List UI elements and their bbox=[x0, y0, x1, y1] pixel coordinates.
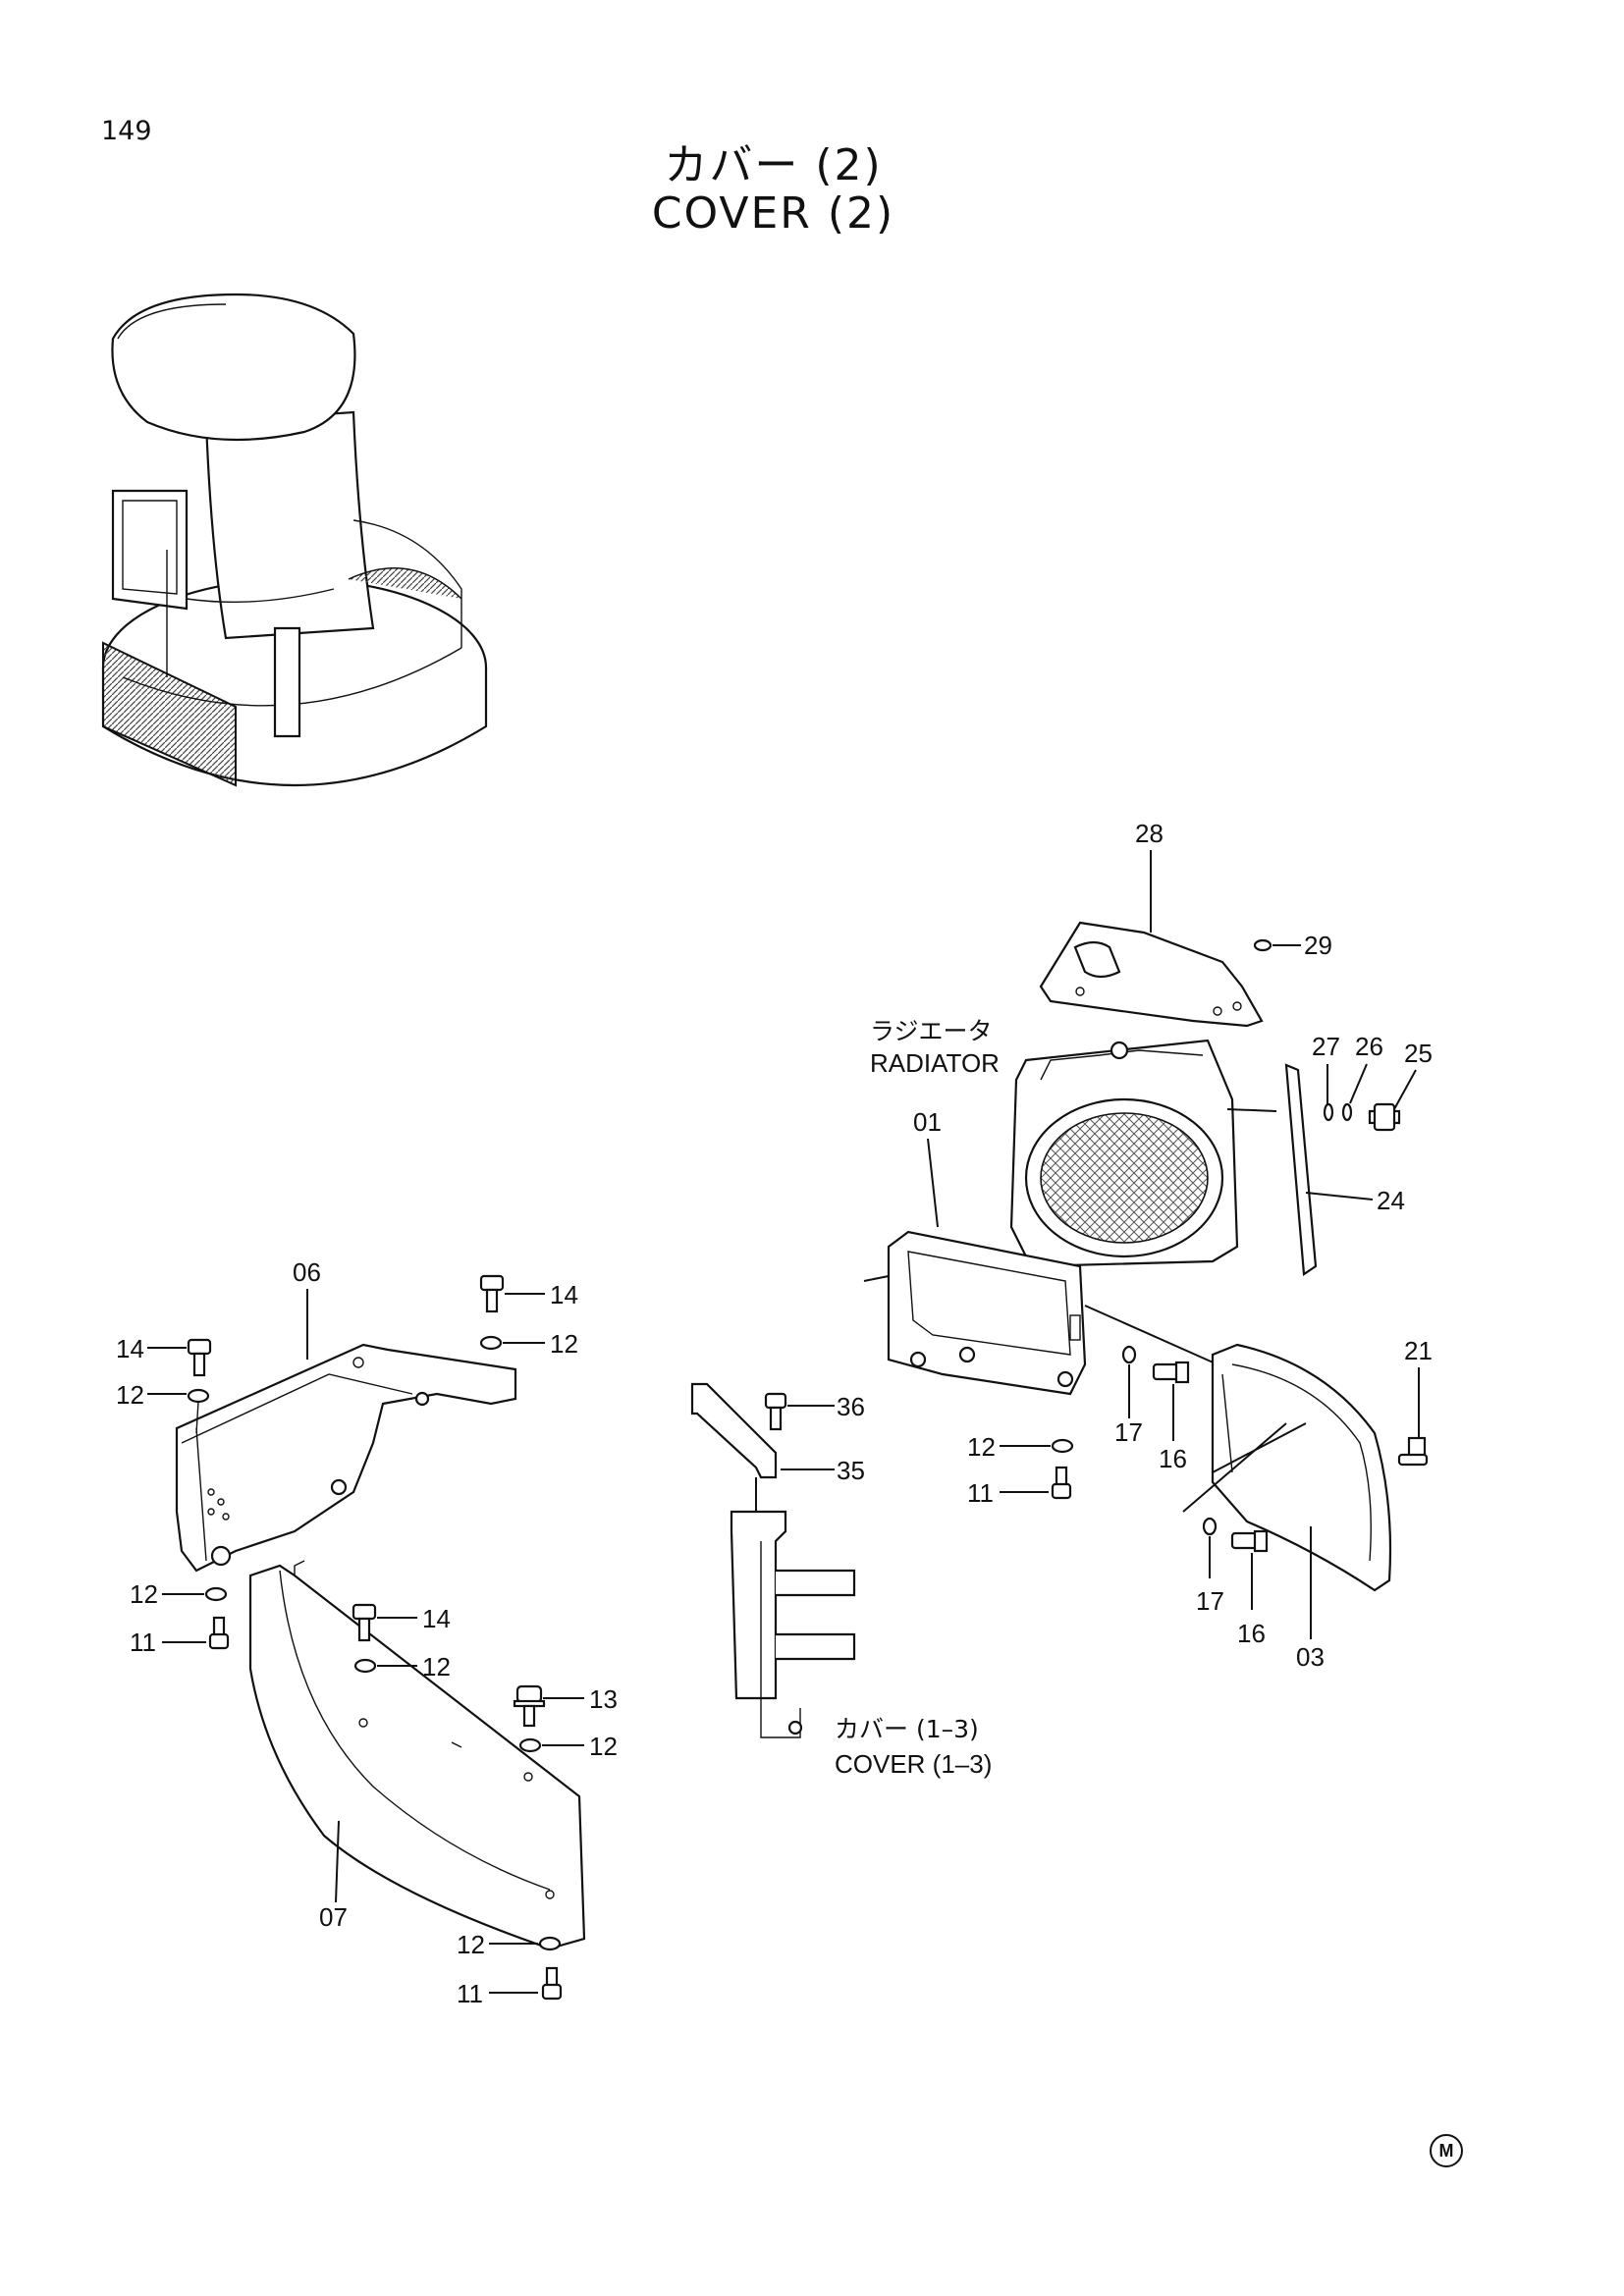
part-27-spring bbox=[1323, 1102, 1334, 1122]
machine-overview-illustration bbox=[101, 293, 488, 787]
cover-ref-label-jp: カバー (1–3) bbox=[835, 1715, 979, 1743]
part-12-washer-below bbox=[204, 1586, 228, 1602]
callout-11-below: 11 bbox=[130, 1628, 156, 1657]
part-12-washer-middle bbox=[353, 1658, 377, 1674]
part-13-bolt bbox=[513, 1684, 546, 1728]
part-11-bolt-below bbox=[208, 1616, 230, 1650]
part-28-bracket bbox=[1039, 921, 1264, 1028]
part-12-washer-right bbox=[518, 1737, 542, 1753]
part-06-bracket bbox=[175, 1343, 517, 1573]
callout-12-top: 12 bbox=[550, 1329, 578, 1359]
part-14-bolt-middle bbox=[352, 1603, 377, 1642]
callout-17-lower: 17 bbox=[1196, 1586, 1224, 1616]
callout-03: 03 bbox=[1296, 1642, 1325, 1672]
callout-24: 24 bbox=[1377, 1186, 1405, 1215]
part-01-cover bbox=[863, 1230, 1087, 1396]
callout-27: 27 bbox=[1312, 1032, 1340, 1061]
part-07-cover bbox=[248, 1560, 586, 1950]
part-17-washer-upper bbox=[1121, 1345, 1137, 1364]
callout-06: 06 bbox=[293, 1257, 321, 1287]
callout-21: 21 bbox=[1404, 1336, 1433, 1365]
part-21-bolt bbox=[1397, 1436, 1429, 1467]
part-25-bolt bbox=[1368, 1102, 1401, 1132]
title-english: COVER (2) bbox=[651, 188, 895, 239]
part-12-washer-top bbox=[479, 1335, 503, 1351]
callout-12-left: 12 bbox=[116, 1380, 144, 1410]
callout-28: 28 bbox=[1135, 819, 1164, 848]
part-14-bolt-left bbox=[187, 1338, 212, 1377]
callout-12-bottom: 12 bbox=[457, 1930, 485, 1959]
callout-36: 36 bbox=[837, 1392, 865, 1421]
callout-14-middle: 14 bbox=[422, 1604, 451, 1633]
callout-12-below: 12 bbox=[130, 1579, 158, 1609]
callout-16-lower: 16 bbox=[1237, 1619, 1266, 1648]
radiator-illustration bbox=[1009, 1039, 1277, 1268]
radiator-label-jp: ラジエータ bbox=[870, 1017, 993, 1045]
part-26-washer bbox=[1341, 1102, 1353, 1122]
callout-12-right: 12 bbox=[589, 1732, 618, 1761]
part-12-washer-left bbox=[187, 1388, 210, 1404]
callout-35: 35 bbox=[837, 1456, 865, 1485]
part-16-bolt-lower bbox=[1230, 1529, 1269, 1553]
callout-12-center: 12 bbox=[967, 1432, 996, 1462]
title-japanese: カバー (2) bbox=[664, 140, 883, 190]
footer-circled-mark: M bbox=[1430, 2134, 1463, 2167]
callout-12-middle: 12 bbox=[422, 1652, 451, 1682]
callout-25: 25 bbox=[1404, 1039, 1433, 1068]
part-24-seal bbox=[1284, 1063, 1318, 1276]
part-16-bolt-upper bbox=[1152, 1361, 1190, 1384]
callout-14-left: 14 bbox=[116, 1334, 144, 1363]
radiator-label-en: RADIATOR bbox=[870, 1048, 1000, 1078]
part-03-cover bbox=[1211, 1343, 1392, 1592]
callout-29: 29 bbox=[1304, 931, 1332, 960]
callout-16-upper: 16 bbox=[1159, 1444, 1187, 1473]
part-29-oring bbox=[1253, 938, 1272, 952]
callout-01: 01 bbox=[913, 1107, 942, 1137]
part-11-bolt-bottom bbox=[541, 1966, 563, 2001]
center-bracket bbox=[690, 1382, 856, 1738]
callout-14-top: 14 bbox=[550, 1280, 578, 1309]
part-12-washer-center bbox=[1051, 1438, 1074, 1454]
part-17-washer-lower bbox=[1202, 1517, 1218, 1536]
part-36-bolt bbox=[764, 1392, 787, 1431]
callout-07: 07 bbox=[319, 1902, 348, 1932]
page-number: 149 bbox=[101, 116, 152, 146]
part-14-bolt-top bbox=[479, 1274, 505, 1313]
callout-11-bottom: 11 bbox=[457, 1979, 483, 2008]
callout-11-center: 11 bbox=[967, 1478, 994, 1508]
callout-17-upper: 17 bbox=[1114, 1417, 1143, 1447]
callout-13: 13 bbox=[589, 1684, 618, 1714]
cover-ref-label-en: COVER (1–3) bbox=[835, 1749, 992, 1779]
callout-26: 26 bbox=[1355, 1032, 1383, 1061]
part-12-washer-bottom bbox=[538, 1936, 562, 1951]
part-11-bolt-center bbox=[1051, 1466, 1072, 1500]
